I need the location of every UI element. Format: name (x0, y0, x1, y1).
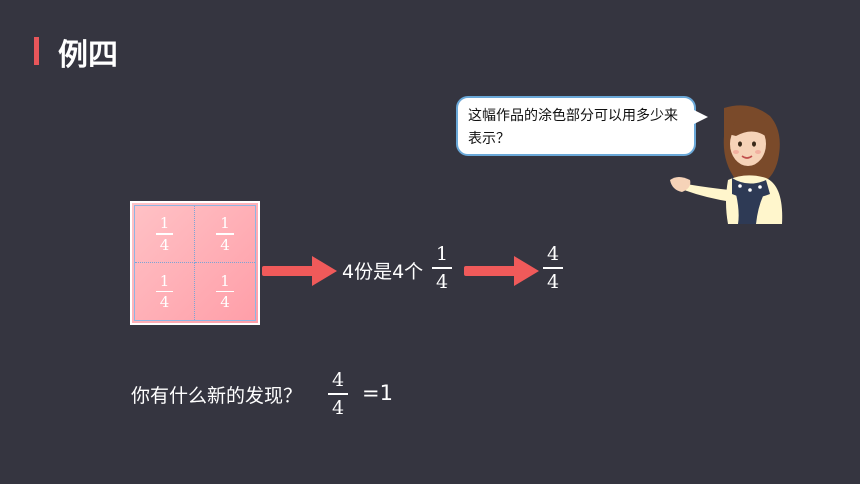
title-accent-bar (34, 37, 39, 65)
question-text: 你有什么新的发现？ (131, 385, 303, 407)
equals-one: =1 (362, 381, 393, 405)
speech-bubble-text: 这幅作品的涂色部分可以用多少来表示？ (468, 108, 678, 147)
cell-fraction: 1 4 (216, 271, 234, 313)
speech-bubble: 这幅作品的涂色部分可以用多少来表示？ (456, 96, 696, 156)
step1-fraction: 1 4 (432, 241, 453, 295)
question-fraction: 4 4 (328, 367, 349, 421)
step2-denominator: 4 (547, 270, 560, 293)
grid-cell: 1 4 (195, 206, 255, 263)
step2-fraction: 4 4 (543, 241, 564, 295)
cell-fraction: 1 4 (155, 271, 174, 313)
fraction-grid: 1 4 1 4 1 4 1 4 (130, 201, 260, 325)
cell-denominator: 4 (159, 235, 170, 254)
cell-denominator: 4 (159, 293, 170, 312)
cell-fraction: 1 4 (155, 213, 174, 255)
arrow-right-icon (262, 256, 337, 286)
cell-numerator: 1 (159, 214, 170, 233)
cell-numerator: 1 (220, 271, 230, 290)
question-denominator: 4 (332, 396, 345, 419)
step1-numerator: 1 (436, 243, 449, 265)
cell-denominator: 4 (220, 293, 230, 312)
grid-cell: 1 4 (135, 263, 195, 320)
grid-cell: 1 4 (195, 263, 255, 320)
cell-numerator: 1 (159, 271, 170, 290)
grid-cell: 1 4 (135, 206, 195, 263)
cell-denominator: 4 (220, 235, 230, 254)
step2-numerator: 4 (547, 243, 560, 265)
speech-bubble-tail (694, 110, 708, 124)
step1-text: 4份是4个 (342, 261, 424, 283)
arrow-right-icon (464, 256, 539, 286)
slide-title: 例四 (58, 38, 118, 73)
question-numerator: 4 (332, 369, 345, 391)
girl-illustration (670, 105, 783, 224)
step1-denominator: 4 (436, 270, 449, 293)
cell-fraction: 1 4 (216, 213, 234, 255)
cell-numerator: 1 (220, 214, 230, 233)
